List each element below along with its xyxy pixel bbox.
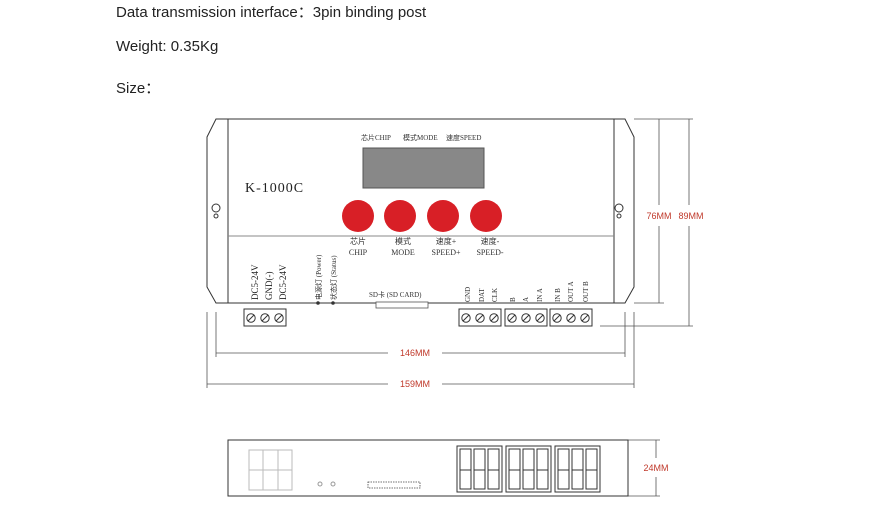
mode-button[interactable] (384, 200, 416, 232)
power-led-label: 电源灯 (Power) (314, 254, 323, 300)
control-buttons (342, 200, 502, 232)
side-data-block (456, 445, 503, 493)
mount-hole-right (614, 203, 624, 219)
inner-width-label: 146MM (400, 348, 430, 358)
mode-button-cn-label: 模式 (395, 236, 411, 246)
port-label-gnd: GND (464, 287, 472, 302)
port-label-b: B (509, 297, 517, 302)
right-flange (614, 118, 635, 304)
depth-label: 24MM (643, 463, 668, 473)
device-side-view (227, 439, 629, 497)
side-signal-terminals (456, 445, 601, 493)
port-label-out-a: OUT A (567, 281, 575, 302)
terminal-blocks (243, 308, 593, 327)
outer-width-label: 159MM (400, 379, 430, 389)
sd-card-slot[interactable] (375, 301, 429, 309)
power-label-1: DC5-24V (250, 264, 260, 300)
speed-up-en-label: SPEED+ (432, 248, 461, 257)
sd-card-label: SD卡 (SD CARD) (369, 290, 422, 299)
data-terminal-block[interactable] (458, 308, 502, 327)
side-input-block (505, 445, 552, 493)
side-sd-slot (367, 481, 421, 489)
chip-button-cn-label: 芯片 (350, 236, 366, 246)
chip-top-label: 芯片CHIP (361, 133, 391, 142)
speed-down-cn-label: 速度- (481, 236, 500, 246)
weight-spec: Weight: 0.35Kg (116, 38, 219, 55)
input-terminal-block[interactable] (504, 308, 548, 327)
port-label-clk: CLK (491, 288, 499, 302)
status-led (331, 301, 335, 305)
status-led-label: 状态灯 (Status) (329, 255, 338, 300)
chip-button-en-label: CHIP (349, 248, 368, 257)
output-terminal-block[interactable] (549, 308, 593, 327)
speed-up-button[interactable] (427, 200, 459, 232)
side-power-led (317, 481, 323, 487)
speed-up-cn-label: 速度+ (436, 236, 457, 246)
port-label-a: A (522, 297, 530, 302)
chip-button[interactable] (342, 200, 374, 232)
power-terminal-block[interactable] (243, 308, 287, 327)
speed-down-button[interactable] (470, 200, 502, 232)
interface-spec: Data transmission interface：3pin binding… (116, 4, 427, 21)
power-label-2: GND(-) (264, 272, 274, 301)
speed-top-label: 速度SPEED (446, 133, 481, 142)
port-label-in-a: IN A (536, 288, 544, 302)
mode-top-label: 模式MODE (403, 133, 438, 142)
side-status-led (330, 481, 336, 487)
display-screen (362, 147, 485, 189)
dimension-lines (206, 118, 693, 497)
power-led (316, 301, 320, 305)
port-label-dat: DAT (478, 288, 486, 302)
mode-button-en-label: MODE (391, 248, 415, 257)
port-label-in-b: IN B (554, 288, 562, 302)
inner-height-label: 76MM (646, 211, 671, 221)
mount-hole-left (211, 203, 221, 219)
model-name: K-1000C (245, 181, 304, 196)
side-power-terminal (248, 449, 293, 491)
left-flange (206, 118, 228, 304)
speed-down-en-label: SPEED- (476, 248, 503, 257)
side-output-block (554, 445, 601, 493)
outer-height-label: 89MM (678, 211, 703, 221)
power-label-3: DC5-24V (278, 264, 288, 300)
size-spec: Size： (116, 80, 161, 97)
port-label-out-b: OUT B (582, 281, 590, 302)
